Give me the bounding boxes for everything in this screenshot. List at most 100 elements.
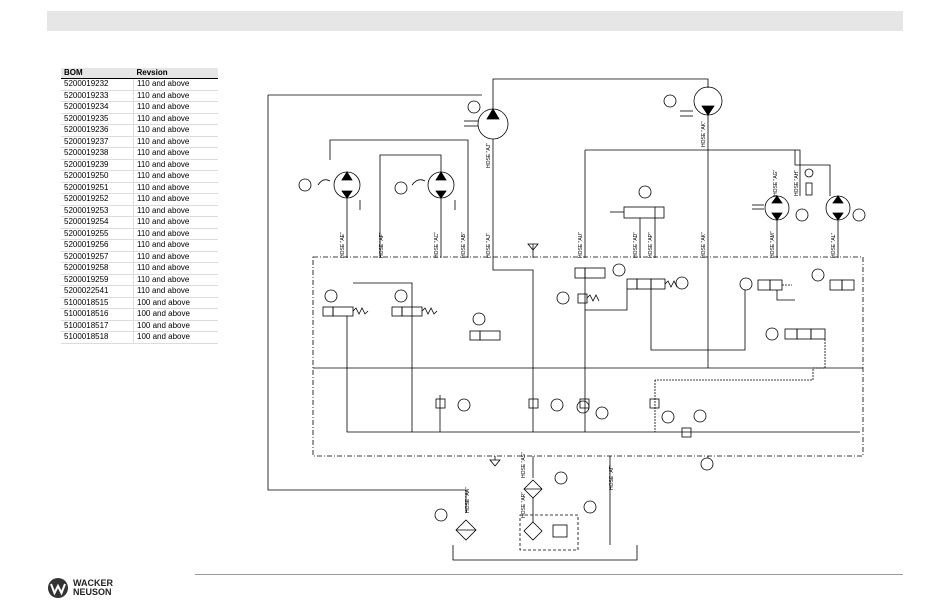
- hose-label-as: HOSE "AS": [521, 452, 527, 478]
- revision-cell: 110 and above: [133, 124, 218, 137]
- relief-valve-3: [576, 398, 609, 420]
- revision-cell: 100 and above: [133, 297, 218, 309]
- valve-center: [469, 312, 501, 341]
- relief-valve-5: [681, 409, 707, 438]
- hose-label-ae: HOSE "AE": [340, 232, 346, 258]
- revision-cell: 100 and above: [133, 320, 218, 332]
- hose-label-af: HOSE "AF": [379, 232, 385, 258]
- revision-cell: 110 and above: [133, 170, 218, 183]
- valve-left-2: [391, 289, 438, 317]
- bom-number-cell: 5200019257: [61, 251, 134, 263]
- motor-ag: [752, 195, 790, 221]
- hose-label-aj: HOSE "AJ": [486, 143, 492, 168]
- valve-manifold-block: [312, 256, 864, 457]
- bom-number-cell: 5200019236: [61, 124, 134, 137]
- manifold-line-2: [353, 282, 413, 432]
- manifold-line-4: [492, 258, 534, 432]
- hose-label-ad: HOSE "AD": [633, 232, 639, 258]
- manifold-line-1: [346, 316, 860, 433]
- relief-valve-4: [649, 398, 675, 424]
- logo-line-1: WACKER: [73, 578, 113, 588]
- hose-label-aa: HOSE "AA": [465, 487, 471, 513]
- bom-number-cell: 5200019235: [61, 113, 134, 125]
- revision-cell: 110 and above: [133, 182, 218, 194]
- tank-symbol-2: [489, 459, 501, 467]
- bom-number-cell: 5200019251: [61, 182, 134, 194]
- filter-left: [434, 508, 477, 541]
- bom-header-row: BOM Revsion: [61, 68, 218, 79]
- bom-column-header: BOM: [61, 68, 134, 79]
- bom-number-cell: 5200019258: [61, 262, 134, 275]
- revision-cell: 110 and above: [133, 239, 218, 252]
- hose-label-at: HOSE "AT": [609, 465, 615, 490]
- bom-number-cell: 5100018517: [61, 320, 134, 332]
- revision-cell: 110 and above: [133, 113, 218, 125]
- hose-label-ak: HOSE "AK": [701, 121, 707, 147]
- bom-number-cell: 5100018516: [61, 308, 134, 321]
- valve-right-3: [765, 327, 826, 341]
- revision-cell: 100 and above: [133, 331, 218, 344]
- bom-number-cell: 5200019232: [61, 78, 134, 91]
- hose-label-aj2: HOSE "AJ": [486, 233, 492, 258]
- revision-cell: 110 and above: [133, 216, 218, 229]
- manifold-line-11: [776, 290, 795, 301]
- revision-cell: 110 and above: [133, 159, 218, 171]
- valve-au: [556, 263, 626, 305]
- revision-cell: 110 and above: [133, 90, 218, 102]
- pump-center: [464, 100, 509, 140]
- manifold-line-9: [655, 339, 826, 381]
- revision-cell: 110 and above: [133, 274, 218, 286]
- hose-label-au: HOSE "AU": [578, 232, 584, 258]
- bom-number-cell: 5200019253: [61, 205, 134, 217]
- hose-line-top-right: [585, 149, 801, 196]
- revision-cell: 110 and above: [133, 147, 218, 160]
- return-line: [267, 95, 467, 513]
- revision-cell: 110 and above: [133, 205, 218, 217]
- hose-label-ab: HOSE "AB": [461, 232, 467, 258]
- manifold-line-7: [650, 289, 746, 351]
- motor-ah: [795, 168, 866, 222]
- revision-cell: 110 and above: [133, 228, 218, 240]
- revision-cell: 110 and above: [133, 136, 218, 148]
- hydraulic-cylinder: [610, 185, 665, 219]
- relief-valve-2: [528, 398, 564, 412]
- hose-line-af2: [379, 154, 442, 258]
- hose-label-am: HOSE "AM": [770, 231, 776, 258]
- hose-label-ap: HOSE "AP": [648, 232, 654, 258]
- tank-outline: [452, 545, 638, 561]
- header-bar: [47, 11, 903, 31]
- bom-number-cell: 5200022541: [61, 285, 134, 298]
- revision-cell: 110 and above: [133, 101, 218, 114]
- motor-ae: [298, 171, 361, 210]
- revision-column-header: Revsion: [133, 68, 218, 79]
- bom-number-cell: 5200019237: [61, 136, 134, 148]
- bom-number-cell: 5200019233: [61, 90, 134, 102]
- bom-number-cell: 5100018515: [61, 297, 134, 309]
- supply-line: [492, 78, 709, 109]
- hose-line-af: [329, 139, 469, 258]
- bom-number-cell: 5200019238: [61, 147, 134, 160]
- logo-line-2: NEUSON: [73, 587, 112, 597]
- hose-line-mid: [794, 150, 831, 196]
- bom-number-cell: 5200019259: [61, 274, 134, 286]
- valve-right-2: [811, 268, 855, 291]
